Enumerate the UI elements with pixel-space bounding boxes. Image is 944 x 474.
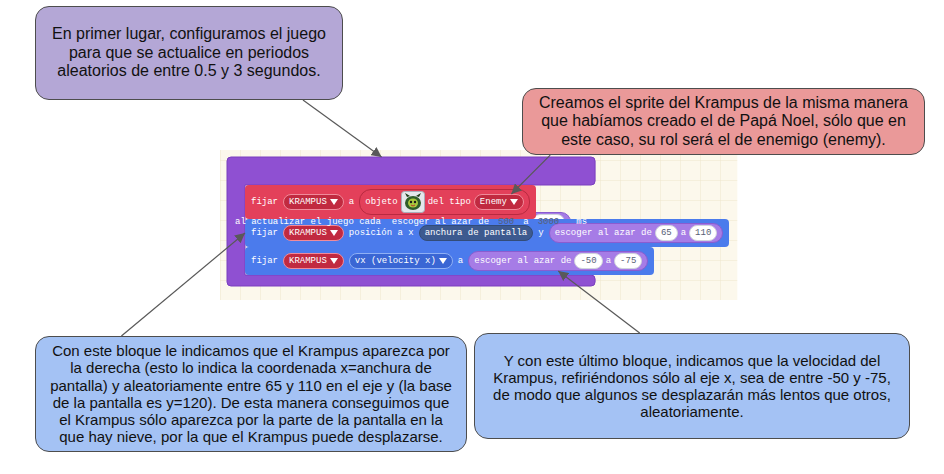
block-label: al actualizar el juego cada (235, 217, 381, 227)
block-label: objeto (365, 197, 397, 207)
sprite-reporter: objeto del tipo Enemy (359, 189, 530, 215)
callout-box: Con este bloque le indicamos que el Kram… (35, 336, 467, 452)
dropdown-arrow (330, 258, 338, 264)
block-label: del tipo (428, 197, 471, 207)
block-label: escoger al azar de (555, 228, 652, 238)
sprite-image (401, 191, 425, 213)
dropdown-arrow (330, 199, 338, 205)
set-block: fijar a KRAMPUS objeto del tipo Enemy (245, 185, 536, 219)
number-text: 500 (498, 217, 514, 227)
block-label: Enemy (480, 197, 507, 207)
dropdown-arrow (330, 258, 338, 264)
variable-pill: KRAMPUS (283, 194, 344, 210)
workspace-grid (220, 150, 737, 300)
block-label: fijar (251, 256, 278, 266)
number-oval: 65 (655, 225, 678, 241)
callout-text: En primer lugar, configuramos el juego p… (47, 25, 331, 80)
block-label: a (523, 217, 528, 227)
block-label: KRAMPUS (289, 197, 327, 207)
block-label: fijar (251, 228, 278, 238)
callout-text: Con este bloque le indicamos que el Kram… (47, 342, 455, 446)
number-text: 110 (695, 228, 711, 238)
block-label: escoger al azar de (392, 217, 489, 227)
number-oval: 500 (492, 214, 520, 230)
block-label: KRAMPUS (289, 256, 327, 266)
block-label: KRAMPUS (289, 228, 327, 238)
number-text: -75 (620, 256, 636, 266)
block-label: posición a x (349, 228, 414, 238)
variable-pill: KRAMPUS (283, 225, 344, 241)
leader-arrow (121, 233, 245, 336)
dropdown-arrow (330, 199, 338, 205)
block-label: vx (velocity x) (355, 256, 436, 266)
callout-text: Creamos el sprite del Krampus de la mism… (534, 94, 913, 149)
number-oval: 110 (689, 225, 717, 241)
block-label: anchura de pantalla (425, 228, 528, 238)
leader-arrow (303, 100, 382, 157)
callout-text: Y con este último bloque, indicamos que … (486, 352, 898, 421)
variable-pill: KRAMPUS (283, 253, 344, 269)
block-label: a (681, 228, 686, 238)
dropdown-arrow (330, 230, 338, 236)
dropdown-arrow (510, 199, 518, 205)
leader-arrow (558, 271, 639, 333)
random-reporter: escoger al azar de a 65 110 (549, 223, 724, 243)
dropdown-arrow (439, 258, 447, 264)
dropdown-pill: vx (velocity x) (349, 253, 453, 269)
number-oval: 3000 (532, 214, 566, 230)
dropdown-arrow (330, 230, 338, 236)
block-label: a (458, 256, 463, 266)
block-label: y (538, 228, 543, 238)
block-label: a (349, 197, 354, 207)
number-text: 65 (661, 228, 672, 238)
callout-box: En primer lugar, configuramos el juego p… (35, 6, 343, 100)
random-reporter: escoger al azar de a -50 -75 (468, 251, 648, 271)
block-label: a (606, 256, 611, 266)
number-oval: -75 (614, 253, 642, 269)
block-label: escoger al azar de (474, 256, 571, 266)
number-oval: -50 (574, 253, 602, 269)
screen-width-reporter: anchura de pantalla (419, 225, 534, 241)
set-block: fijar a KRAMPUS vx (velocity x) escoger al a… (245, 247, 654, 275)
number-text: -50 (580, 256, 596, 266)
event-block: al actualizar el juego cada ms escoger al … (227, 157, 595, 286)
dropdown-arrow (439, 258, 447, 264)
block-label: ms (576, 217, 587, 227)
dropdown-pill: Enemy (474, 194, 524, 210)
number-text: 3000 (538, 217, 560, 227)
callout-box: Y con este último bloque, indicamos que … (474, 333, 910, 439)
block-label: fijar (251, 197, 278, 207)
callout-box: Creamos el sprite del Krampus de la mism… (522, 88, 925, 155)
dropdown-arrow (510, 199, 518, 205)
